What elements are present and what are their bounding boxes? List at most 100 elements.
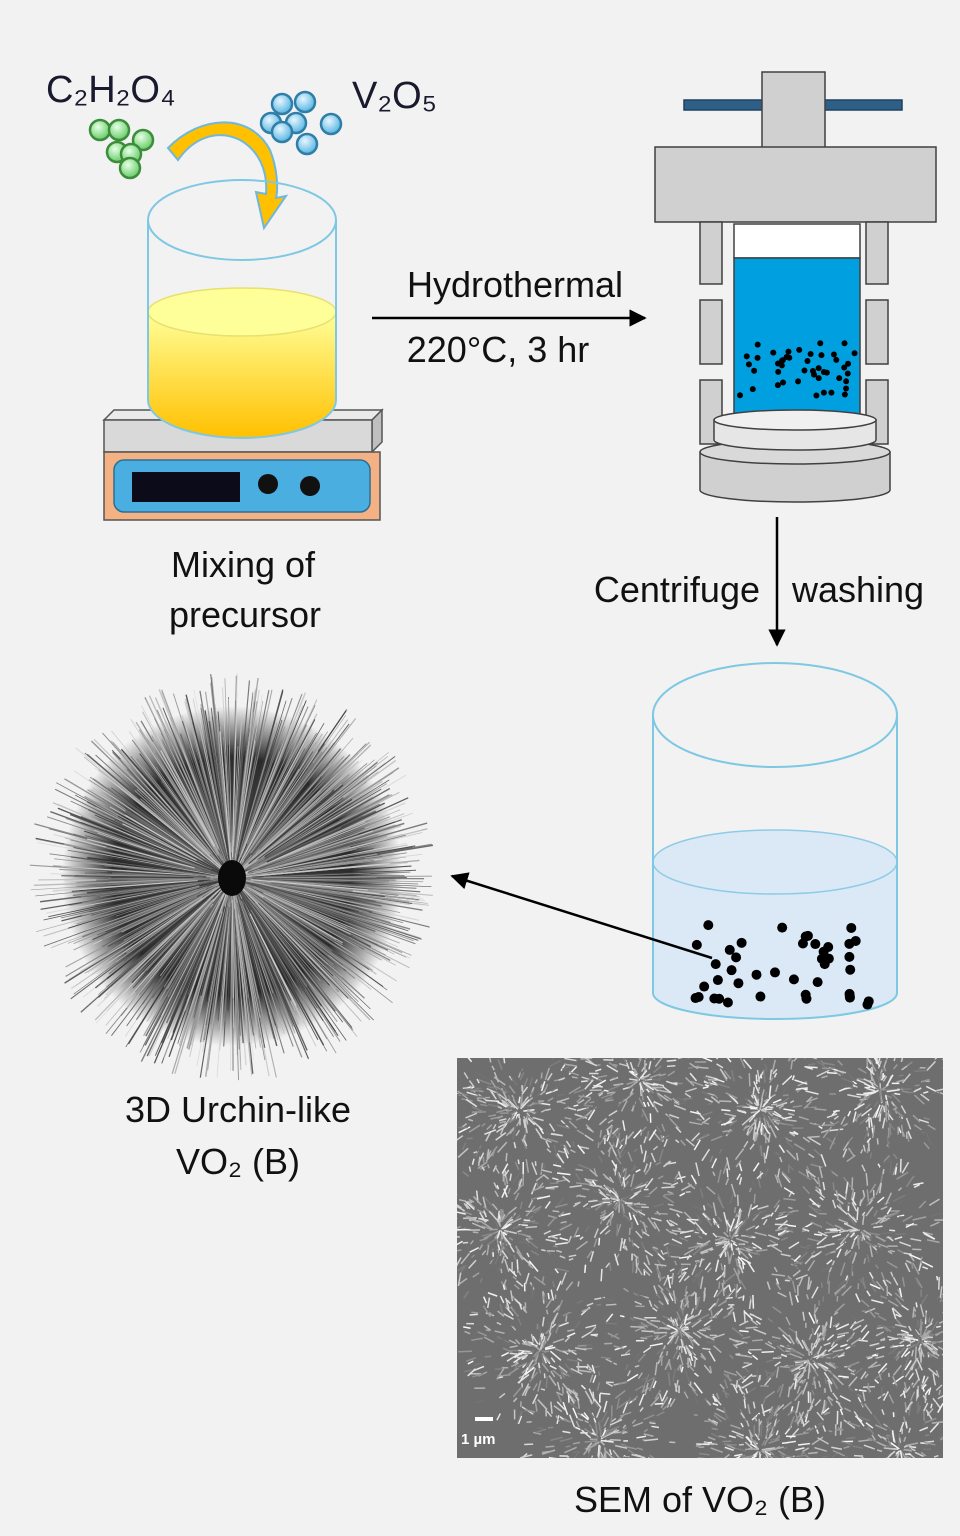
nanorod — [439, 1190, 446, 1195]
nanorod — [904, 1482, 907, 1496]
nanorod — [661, 1321, 672, 1330]
nanorod — [657, 1092, 670, 1102]
nanorod — [907, 1343, 916, 1350]
nanorod — [768, 1450, 775, 1456]
nanorod — [613, 1021, 616, 1026]
nanorod — [457, 1090, 469, 1100]
nanorod — [640, 1241, 646, 1251]
nanorod — [822, 1182, 826, 1191]
nanorod — [730, 1243, 734, 1251]
nanorod — [621, 1204, 625, 1218]
nanorod — [805, 1169, 810, 1178]
nanorod — [602, 1173, 613, 1183]
nanorod — [645, 1088, 650, 1093]
nanorod — [899, 1086, 904, 1090]
nanorod — [832, 1374, 844, 1386]
nanorod — [598, 1419, 603, 1433]
nanorod — [923, 1490, 926, 1499]
nanorod — [421, 1225, 428, 1229]
nanorod — [753, 1094, 759, 1106]
nanorod — [787, 1409, 795, 1416]
nanorod — [832, 1449, 846, 1457]
nanorod — [871, 1299, 884, 1304]
nanorod — [899, 1450, 903, 1458]
nanorod — [782, 1334, 792, 1344]
nanorod — [735, 1237, 749, 1244]
spike — [204, 710, 232, 874]
nanorod — [814, 1469, 821, 1473]
nanorod — [737, 1261, 744, 1274]
spike — [240, 890, 306, 990]
nanorod — [640, 1073, 651, 1080]
nanorod — [611, 1126, 622, 1139]
nanorod — [517, 1362, 528, 1368]
nanorod — [781, 1075, 793, 1086]
nanorod — [672, 1347, 680, 1360]
spike — [105, 820, 210, 869]
spike — [61, 866, 198, 877]
nanorod — [834, 1224, 843, 1230]
nanorod — [792, 1263, 801, 1272]
nanorod — [876, 1495, 879, 1498]
nanorod — [556, 1097, 570, 1103]
nanorod — [742, 1362, 753, 1369]
nanorod — [514, 1161, 520, 1171]
nanorod — [921, 1497, 922, 1504]
nanorod — [726, 1444, 736, 1450]
nanorod — [757, 1431, 761, 1439]
nanorod — [730, 1424, 741, 1430]
nanorod — [738, 1320, 749, 1327]
nanorod — [924, 1499, 932, 1510]
spike — [241, 705, 316, 858]
nanorod — [580, 1384, 587, 1390]
nanorod — [935, 1484, 941, 1486]
nanorod — [753, 1210, 767, 1217]
nanorod — [552, 1164, 562, 1168]
nanorod — [789, 1350, 802, 1356]
nanorod — [926, 1345, 936, 1355]
nanorod — [689, 1062, 699, 1070]
nanorod — [869, 1117, 873, 1127]
nanorod — [558, 1321, 569, 1328]
nanorod — [649, 1029, 650, 1034]
nanorod — [950, 1064, 957, 1071]
nanorod — [764, 1132, 767, 1144]
nanorod — [783, 1446, 788, 1450]
nanorod — [934, 1330, 943, 1336]
nanorod — [486, 1164, 490, 1169]
nanorod — [724, 1251, 727, 1257]
nanorod — [736, 1194, 739, 1206]
nanorod — [568, 1086, 581, 1095]
particle — [731, 952, 742, 963]
nanorod — [890, 1271, 894, 1277]
nanorod — [703, 1319, 713, 1327]
nanorod — [554, 1160, 562, 1175]
nanorod — [726, 1058, 732, 1063]
nanorod — [844, 1249, 849, 1255]
nanorod — [718, 1148, 723, 1154]
nanorod — [633, 1242, 640, 1249]
nanorod — [559, 1488, 563, 1501]
nanorod — [804, 1066, 818, 1069]
spike — [240, 900, 296, 1034]
nanorod — [798, 1276, 804, 1287]
nanorod — [717, 1120, 722, 1125]
spike — [233, 720, 242, 846]
nanorod — [693, 1459, 699, 1465]
spike — [120, 758, 211, 855]
spike — [111, 906, 211, 1036]
nanorod — [481, 1166, 486, 1171]
nanorod — [752, 1109, 761, 1117]
nanorod — [520, 1099, 530, 1110]
nanorod — [573, 1088, 585, 1094]
particle — [795, 378, 802, 385]
nanorod — [528, 1260, 539, 1272]
spike — [266, 797, 409, 863]
nanorod — [890, 1442, 900, 1450]
nanorod — [585, 1038, 587, 1043]
nanorod — [728, 1093, 739, 1105]
nanorod — [937, 1395, 943, 1400]
nanorod — [764, 1390, 776, 1399]
nanorod — [879, 1218, 888, 1224]
nanorod — [596, 1303, 602, 1306]
